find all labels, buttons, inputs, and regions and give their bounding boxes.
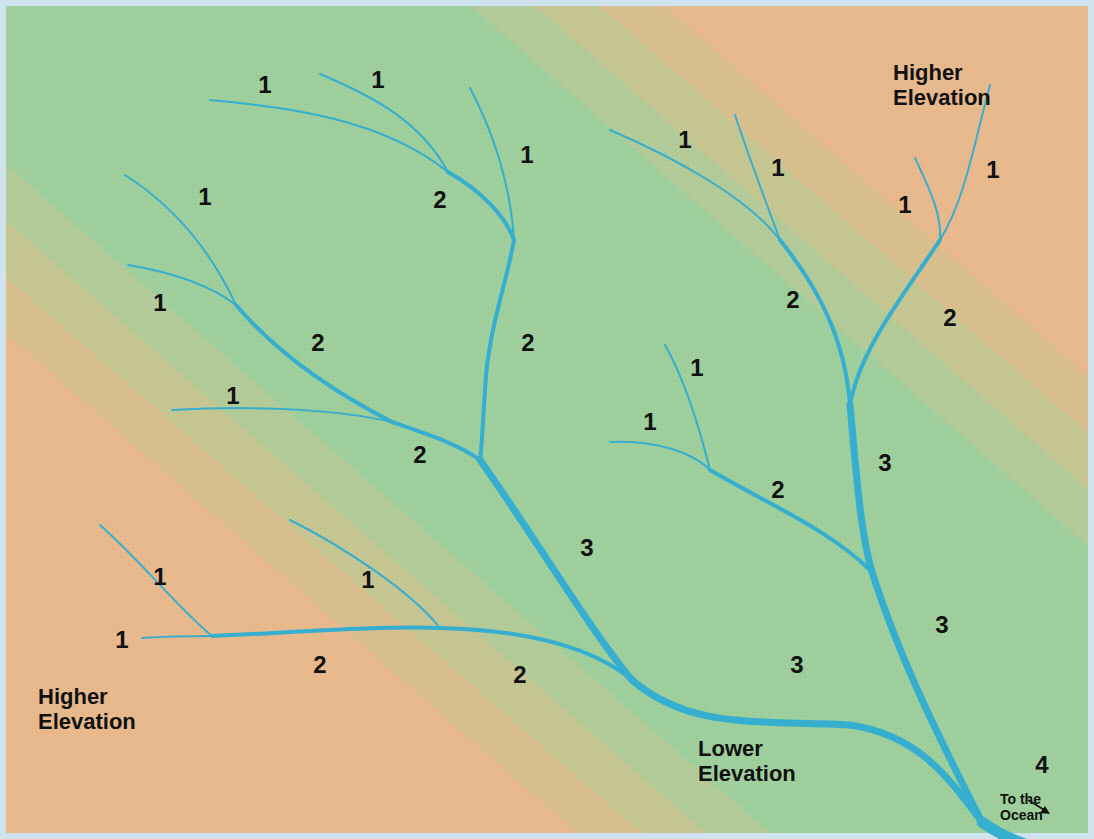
outlet-label: To the Ocean — [1000, 791, 1056, 823]
stream-order-number: 2 — [311, 330, 324, 356]
stream-order-number: 1 — [226, 383, 239, 409]
stream-order-number: 2 — [413, 442, 426, 468]
stream-order-number: 3 — [580, 535, 593, 561]
stream-order-number: 3 — [878, 450, 891, 476]
stream-order-number: 1 — [771, 155, 784, 181]
stream-order-number: 1 — [115, 627, 128, 653]
stream-order-number: 2 — [513, 662, 526, 688]
elevation-label: Higher Elevation — [893, 60, 1018, 110]
stream-order-number: 2 — [521, 330, 534, 356]
stream-order-number: 1 — [986, 157, 999, 183]
stream-order-number: 1 — [520, 142, 533, 168]
stream-order-number: 1 — [678, 127, 691, 153]
stream-order-number: 1 — [153, 564, 166, 590]
stream-order-number: 1 — [371, 67, 384, 93]
stream-order-number: 1 — [198, 184, 211, 210]
stream-order-number: 2 — [313, 652, 326, 678]
elevation-ground — [6, 6, 1088, 833]
stream-order-number: 1 — [361, 567, 374, 593]
elevation-label: Higher Elevation — [38, 684, 163, 734]
stream-order-number: 3 — [790, 652, 803, 678]
stream-order-number: 4 — [1035, 752, 1048, 778]
stream-order-number: 2 — [433, 187, 446, 213]
stream-order-number: 2 — [786, 287, 799, 313]
stream-order-number: 2 — [771, 477, 784, 503]
stream-order-number: 3 — [935, 612, 948, 638]
river-network — [100, 74, 1050, 839]
stream-order-number: 1 — [643, 409, 656, 435]
ground-texture — [6, 6, 1088, 833]
stream-order-number: 2 — [943, 305, 956, 331]
stream-order-number: 1 — [690, 355, 703, 381]
stream-order-number: 1 — [153, 290, 166, 316]
stream-order-number: 1 — [258, 72, 271, 98]
elevation-label: Lower Elevation — [698, 736, 823, 786]
stream-order-number: 1 — [898, 192, 911, 218]
